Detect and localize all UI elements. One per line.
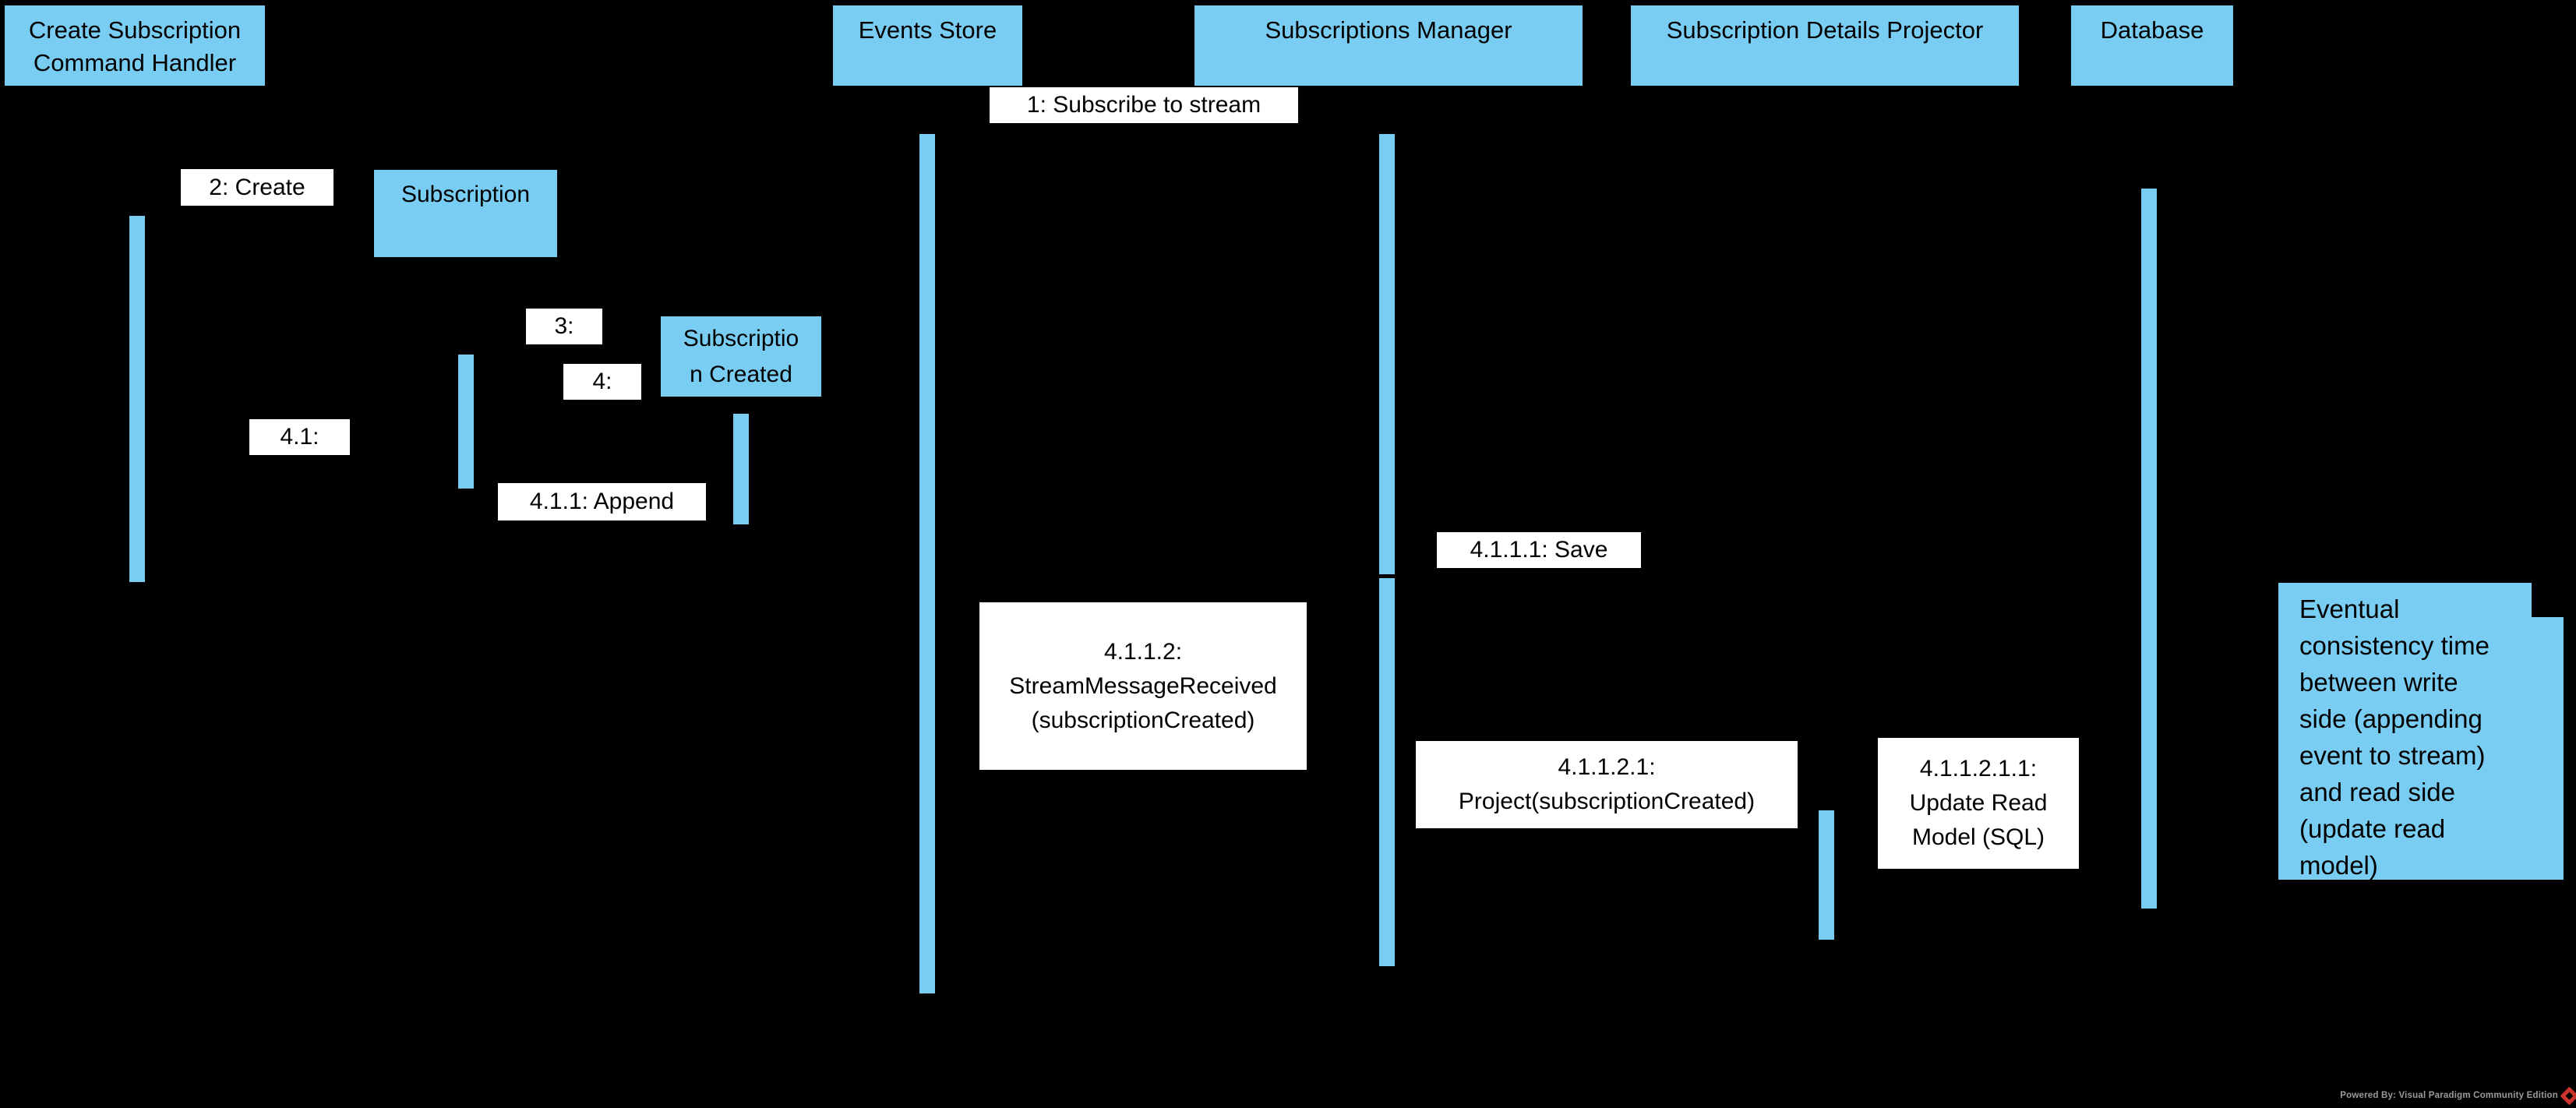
activation-bar-events-store: [919, 134, 935, 993]
footer-credit: Powered By: Visual Paradigm Community Ed…: [2340, 1085, 2576, 1106]
message-label-3: 3:: [526, 309, 602, 344]
message-label-create: 2: Create: [181, 169, 333, 206]
visual-paradigm-logo-icon: [2560, 1085, 2576, 1106]
message-label-subscribe-to-stream: 1: Subscribe to stream: [990, 87, 1298, 123]
lifeline-header-create-subscription-command-handler: Create Subscription Command Handler: [5, 5, 265, 86]
message-label-4-1: 4.1:: [249, 419, 350, 455]
footer-credit-text: Powered By: Visual Paradigm Community Ed…: [2340, 1091, 2558, 1100]
message-label-4: 4:: [563, 364, 641, 400]
activation-bar-subscription: [458, 355, 474, 489]
activation-bar-subscription-details-projector: [1819, 810, 1834, 940]
lifeline-header-subscriptions-manager: Subscriptions Manager: [1194, 5, 1583, 86]
activation-bar-subscription-created: [733, 414, 749, 524]
message-label-stream-message-received: 4.1.1.2: StreamMessageReceived (subscrip…: [979, 602, 1307, 770]
object-box-subscription-created: Subscriptio n Created: [661, 316, 821, 397]
activation-bar-command-handler: [129, 216, 145, 582]
message-label-update-read-model: 4.1.1.2.1.1: Update Read Model (SQL): [1878, 738, 2079, 869]
lifeline-header-subscription-details-projector: Subscription Details Projector: [1631, 5, 2019, 86]
message-label-project-subscription-created: 4.1.1.2.1: Project(subscriptionCreated): [1416, 741, 1798, 828]
note-eventual-consistency: Eventual consistency time between write …: [2278, 583, 2564, 880]
lifeline-header-events-store: Events Store: [833, 5, 1022, 86]
activation-bar-subscriptions-manager-1: [1379, 134, 1395, 574]
activation-bar-database: [2141, 189, 2157, 909]
activation-bar-subscriptions-manager-2: [1379, 578, 1395, 966]
message-label-save: 4.1.1.1: Save: [1437, 532, 1641, 568]
object-box-subscription: Subscription: [374, 170, 557, 257]
message-label-append: 4.1.1: Append: [498, 483, 706, 520]
lifeline-header-database: Database: [2071, 5, 2233, 86]
